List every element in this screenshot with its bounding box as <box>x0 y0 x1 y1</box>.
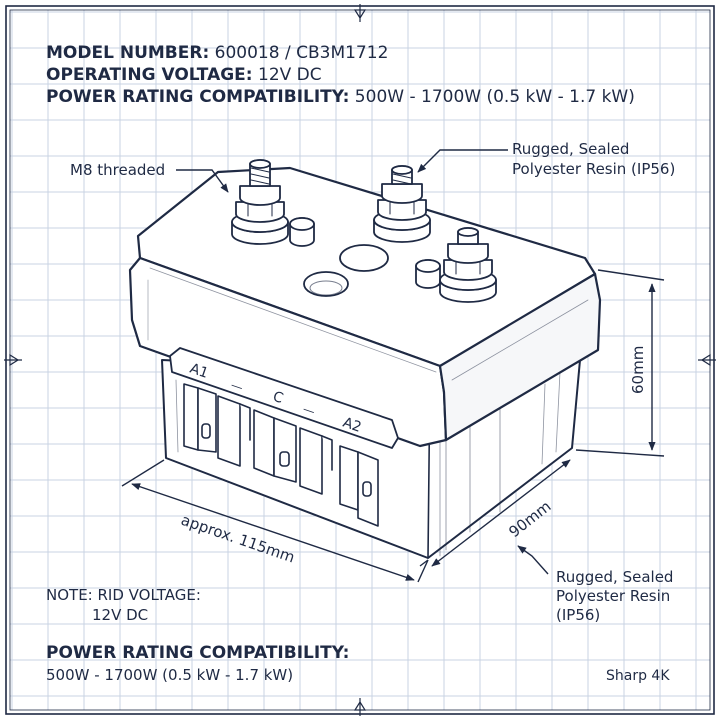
bottom-resin-callout-line3: (IP56) <box>556 606 600 624</box>
power-rating-value: 500W - 1700W (0.5 kW - 1.7 kW) <box>349 87 634 107</box>
footer-power-value: 500W - 1700W (0.5 kW - 1.7 kW) <box>46 666 293 684</box>
length-dimension-line <box>131 483 415 581</box>
length-extension-right <box>417 559 429 583</box>
terminal-label-dash2: — <box>301 402 317 419</box>
operating-voltage-label: OPERATING VOLTAGE: <box>46 65 253 85</box>
bottom-resin-leader <box>517 545 549 575</box>
length-dimension-text: approx. 115mm <box>179 511 297 567</box>
callout-leaders <box>176 149 549 575</box>
power-rating-label: POWER RATING COMPATIBILITY: <box>46 87 349 107</box>
model-number-label: MODEL NUMBER: <box>46 43 209 63</box>
footer-power-label: POWER RATING COMPATIBILITY: <box>46 643 349 663</box>
lid-right <box>438 272 602 442</box>
height-extension-top <box>597 269 665 281</box>
height-extension-bottom <box>575 449 665 457</box>
operating-voltage-value: 12V DC <box>253 65 322 85</box>
note-line1: NOTE: RID VOLTAGE: <box>46 586 201 604</box>
m8-stud-left <box>231 159 289 245</box>
model-number-line: MODEL NUMBER: 600018 / CB3M1712 <box>46 43 388 63</box>
terminal-label-plate <box>169 347 399 449</box>
length-extension-left <box>121 459 165 487</box>
terminal-label-a1: A1 <box>188 361 211 382</box>
lid-round-caps <box>289 217 441 297</box>
operating-voltage-line: OPERATING VOLTAGE: 12V DC <box>46 65 322 85</box>
stud-leader <box>176 169 229 193</box>
depth-dimension-line <box>431 459 571 567</box>
note-line2: 12V DC <box>92 606 148 624</box>
stud-callout-text: M8 threaded <box>70 161 165 179</box>
m8-stud-right <box>439 227 497 303</box>
height-dimension-text: 60mm <box>629 346 647 394</box>
top-resin-leader <box>417 149 508 173</box>
bottom-resin-callout-line1: Rugged, Sealed <box>556 568 673 586</box>
terminal-label-dash1: — <box>229 378 245 395</box>
m8-stud-center <box>373 165 431 243</box>
frame-center-marks <box>4 4 716 716</box>
bottom-resin-callout-line2: Polyester Resin <box>556 587 670 605</box>
power-rating-line: POWER RATING COMPATIBILITY: 500W - 1700W… <box>46 87 635 107</box>
footer-tag: Sharp 4K <box>606 668 670 684</box>
top-resin-callout-line2: Polyester Resin (IP56) <box>512 160 675 178</box>
terminal-label-a2: A2 <box>341 415 364 436</box>
dimension-lines <box>121 269 665 583</box>
depth-extension-left <box>419 559 429 567</box>
top-resin-callout-line1: Rugged, Sealed <box>512 140 629 158</box>
contactor-device <box>128 159 602 559</box>
model-number-value: 600018 / CB3M1712 <box>209 43 388 63</box>
